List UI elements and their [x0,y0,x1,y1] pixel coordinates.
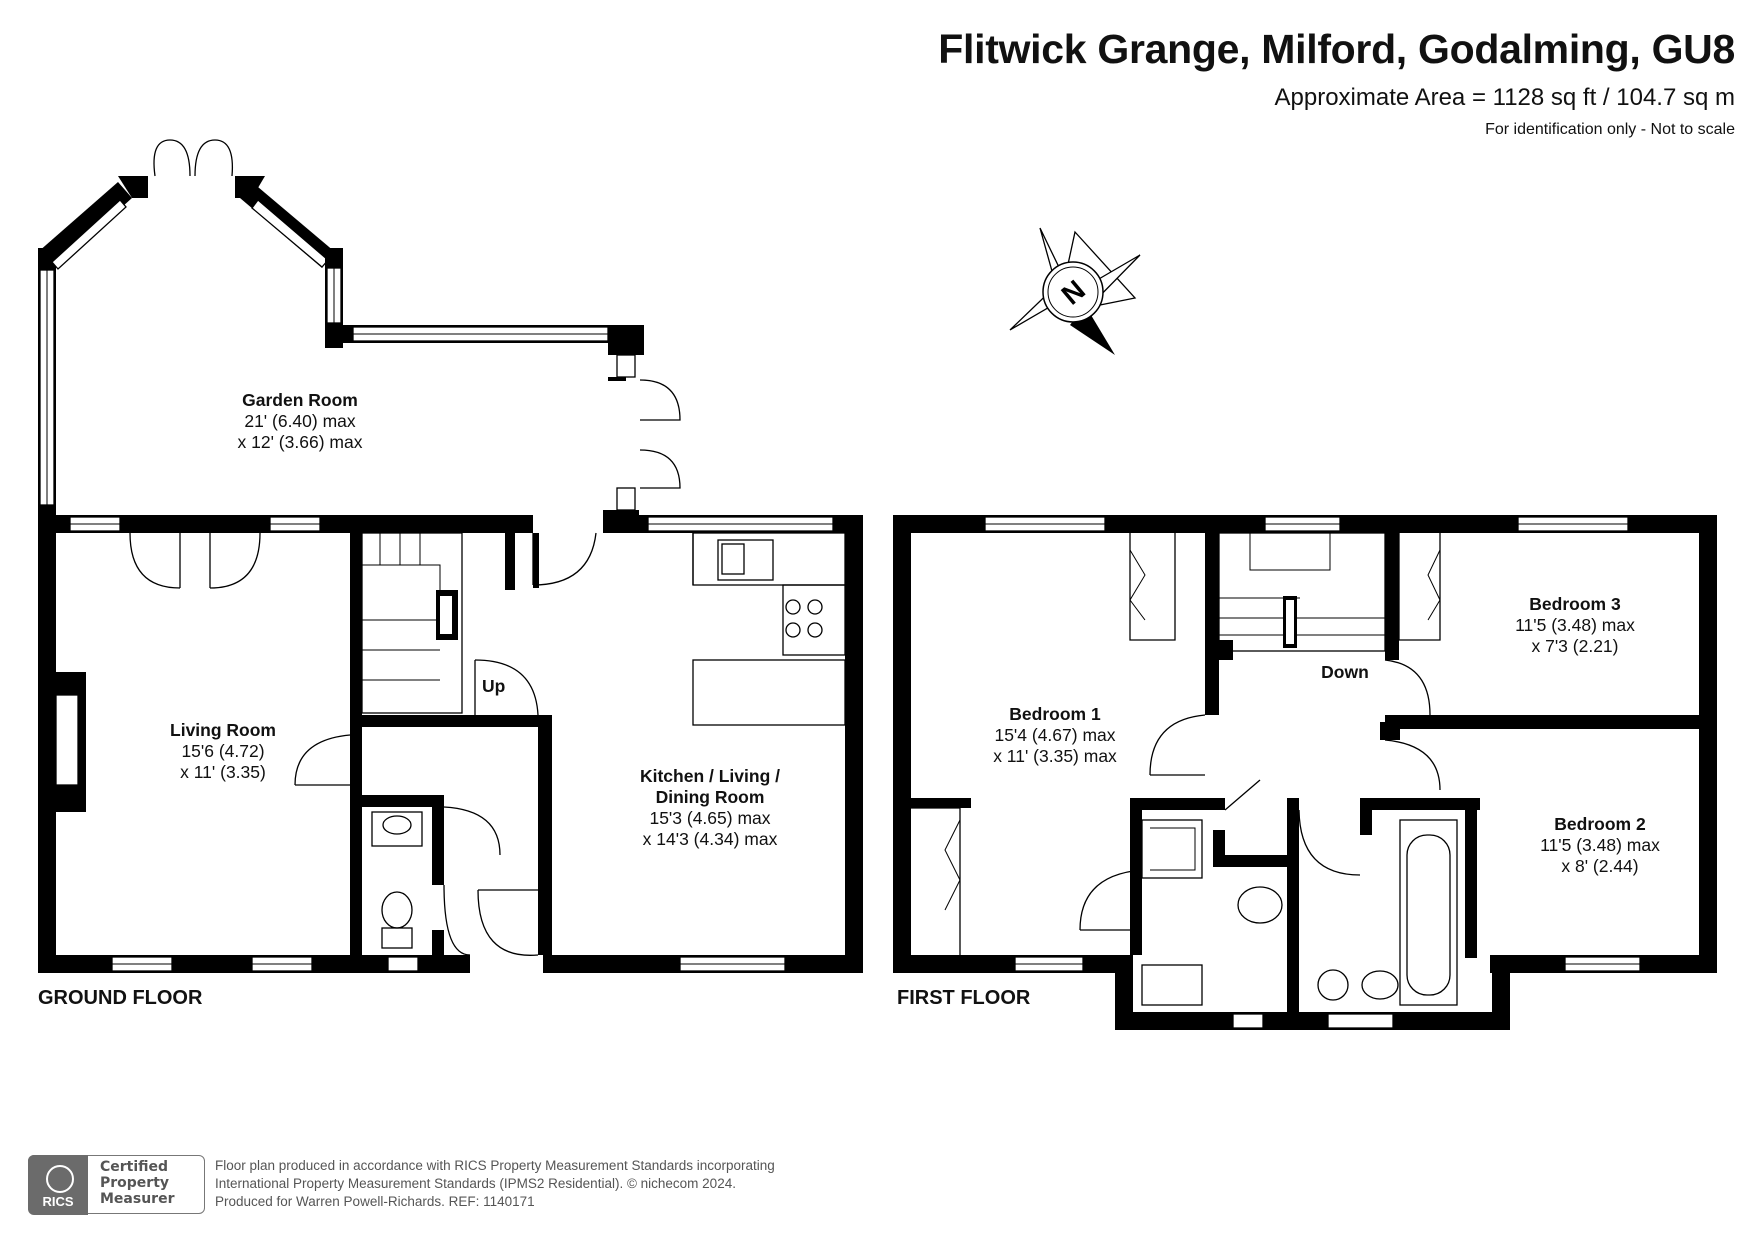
badge-line3: Measurer [100,1191,175,1207]
disclaimer-note: For identification only - Not to scale [1485,121,1735,138]
badge-line1: Certified [100,1159,169,1175]
rics-badge-text: Certified Property Measurer [100,1159,174,1207]
garden-room-dim1: 21' (6.40) max [244,411,356,431]
footer-line1: Floor plan produced in accordance with R… [215,1158,775,1173]
first-floor-plan [893,515,1717,1030]
area-text: Approximate Area = 1128 sq ft / 104.7 sq… [1274,84,1736,111]
bedroom1-dim1: 15'4 (4.67) max [994,725,1115,745]
bedroom3-dim2: x 7'3 (2.21) [1532,636,1619,656]
badge-line2: Property [100,1175,170,1191]
garden-room-dim2: x 12' (3.66) max [238,432,363,452]
ground-floor-label: GROUND FLOOR [38,987,203,1009]
stair-up-label: Up [482,676,505,696]
footer-text: Floor plan produced in accordance with R… [215,1157,775,1211]
rics-logo: RICS [28,1155,88,1215]
kitchen-dim1: 15'3 (4.65) max [649,808,770,828]
living-room-dim1: 15'6 (4.72) [181,741,264,761]
kitchen-name-line1: Kitchen / Living / [640,766,780,786]
bedroom2-dim2: x 8' (2.44) [1561,856,1638,876]
ground-floor-plan [38,139,863,973]
living-room-name: Living Room [170,720,276,740]
footer-line2: International Property Measurement Stand… [215,1176,736,1191]
bedroom2-name: Bedroom 2 [1554,814,1646,834]
bedroom3-dim1: 11'5 (3.48) max [1515,615,1635,635]
bedroom1-name: Bedroom 1 [1009,704,1101,724]
stair-down-label: Down [1321,662,1369,682]
garden-room-name: Garden Room [242,390,358,410]
bedroom3-name: Bedroom 3 [1529,594,1621,614]
compass-rose: N [1009,227,1141,355]
bedroom1-dim2: x 11' (3.35) max [993,746,1117,766]
kitchen-name-line2: Dining Room [656,787,765,807]
rics-emblem-icon [46,1165,74,1193]
ground-floor-labels: Garden Room 21' (6.40) max x 12' (3.66) … [38,390,780,1009]
living-room-dim2: x 11' (3.35) [180,762,266,782]
bedroom2-dim1: 11'5 (3.48) max [1540,835,1660,855]
rics-logo-text: RICS [42,1194,74,1209]
first-floor-label: FIRST FLOOR [897,987,1031,1009]
page-title: Flitwick Grange, Milford, Godalming, GU8 [938,26,1735,72]
kitchen-dim2: x 14'3 (4.34) max [643,829,778,849]
footer-line3: Produced for Warren Powell-Richards. REF… [215,1194,535,1209]
first-floor-labels: Bedroom 1 15'4 (4.67) max x 11' (3.35) m… [897,594,1660,1009]
